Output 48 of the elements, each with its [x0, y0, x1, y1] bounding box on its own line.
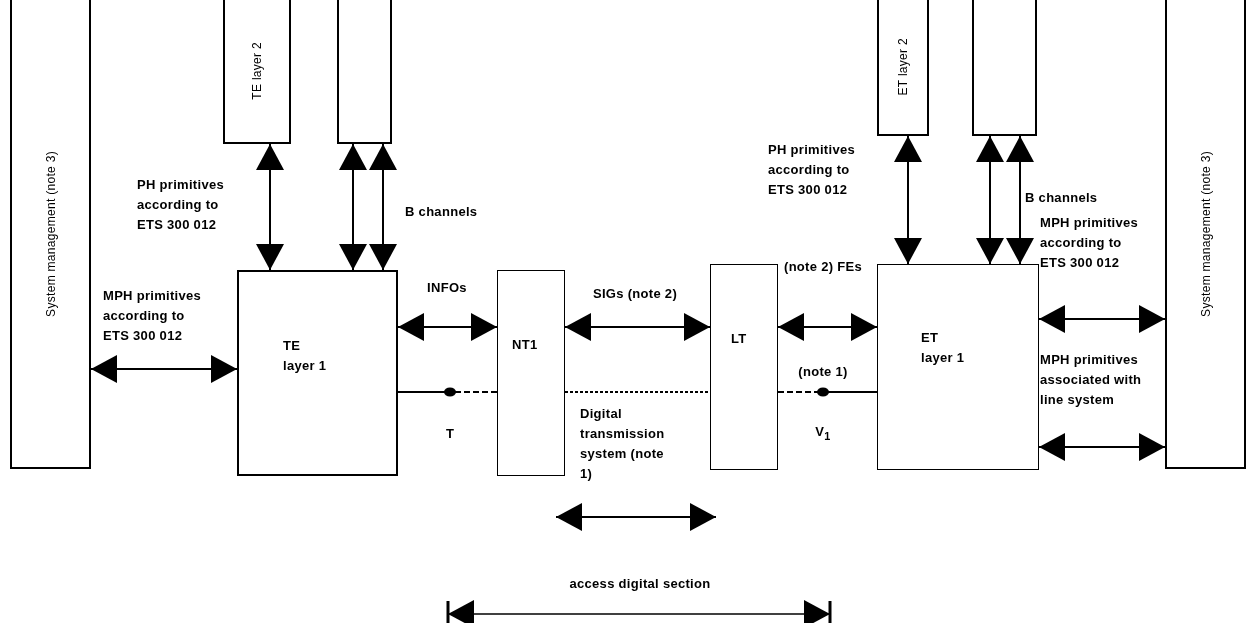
double-arrow — [564, 313, 711, 341]
double-arrow — [1006, 135, 1034, 265]
box-title: TE layer 1 — [283, 337, 328, 375]
edge-label: MPH primitives according to ETS 300 012 — [103, 287, 203, 345]
double-arrow — [976, 135, 1004, 265]
double-arrow — [1038, 305, 1166, 333]
edge-label: T — [444, 425, 456, 443]
double-arrow — [256, 143, 284, 271]
management-column — [1165, 0, 1246, 469]
edge-label: B channels — [1025, 189, 1099, 207]
double-arrow — [777, 313, 878, 341]
box-title: System management (note 3) — [1198, 150, 1213, 317]
edge-label: V$_{1}$ — [814, 423, 832, 444]
connection-line — [397, 391, 498, 393]
channel-column — [337, 0, 392, 144]
double-arrow — [369, 143, 397, 271]
note-text: access digital section — [568, 575, 712, 593]
box-title: ET layer 2 — [896, 38, 910, 96]
box-title: LT — [731, 330, 748, 348]
function-box — [877, 264, 1039, 470]
connection-line — [564, 391, 711, 393]
function-box — [710, 264, 778, 470]
double-arrow — [339, 143, 367, 271]
edge-label: MPH primitives associated with line system — [1040, 351, 1143, 409]
layer-column — [223, 0, 291, 144]
box-title: TE layer 2 — [250, 42, 264, 100]
double-arrow — [90, 355, 238, 383]
box-title: System management (note 3) — [43, 150, 58, 317]
box-title: NT1 — [512, 336, 539, 354]
edge-label: PH primitives according to ETS 300 012 — [768, 141, 856, 199]
note-text: (note 1) — [797, 363, 849, 381]
double-arrow — [1038, 433, 1166, 461]
layer-column — [877, 0, 929, 136]
edge-label: (note 2) FEs — [783, 258, 863, 276]
edge-label: PH primitives according to ETS 300 012 — [137, 176, 225, 234]
note-text: Digital transmission system (note 1) — [580, 405, 666, 483]
double-arrow — [397, 313, 498, 341]
double-arrow — [894, 135, 922, 265]
edge-label: SIGs (note 2) — [591, 285, 679, 303]
function-box — [497, 270, 565, 476]
channel-column — [972, 0, 1037, 136]
edge-label: B channels — [405, 203, 479, 221]
edge-label: INFOs — [426, 279, 468, 297]
edge-label: MPH primitives according to ETS 300 012 — [1040, 214, 1140, 272]
function-box — [237, 270, 398, 476]
box-title: ET layer 1 — [921, 329, 966, 367]
connection-line — [777, 391, 878, 393]
management-column — [10, 0, 91, 469]
